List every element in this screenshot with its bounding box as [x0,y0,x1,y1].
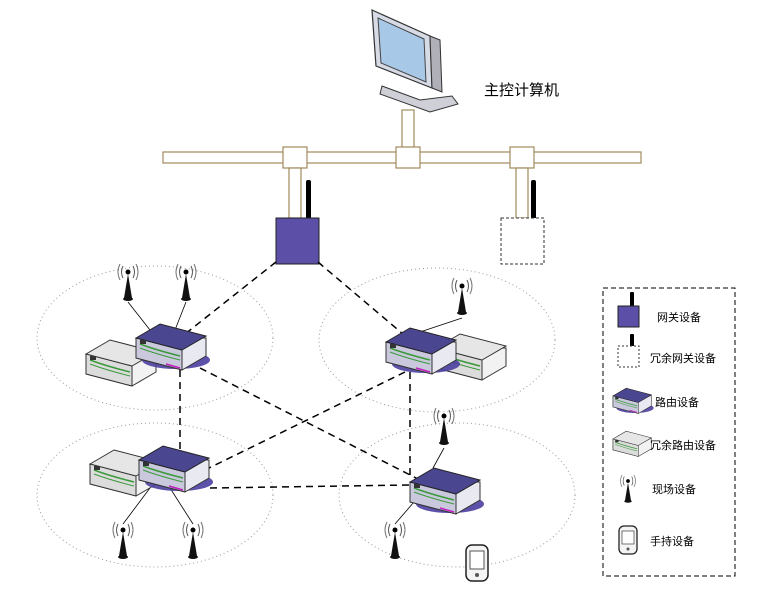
wireless-links [179,261,421,489]
gateway-device [275,180,320,265]
field-device [117,263,139,302]
field-device [384,521,406,560]
router-device [135,323,211,371]
router-device [409,467,485,515]
redundant-gateway-icon [617,334,640,368]
legend-label-redundant-gateway: 冗余网关设备 [650,351,716,365]
network-bus [162,109,642,219]
field-device [451,277,473,316]
legend-label-field-device: 现场设备 [652,482,696,496]
cluster-boundaries [36,265,576,568]
handheld-device-icon [618,525,638,555]
router-device [138,445,214,493]
legend-label-handheld: 手持设备 [650,534,694,548]
field-device [433,407,455,446]
legend-label-gateway: 网关设备 [657,310,701,324]
gateway-icon [617,292,640,328]
router-device [385,327,461,375]
master-computer-icon [371,9,459,113]
legend-label-redundant-router: 冗余路由设备 [650,438,716,452]
device-links [122,301,463,525]
legend: 网关设备 冗余网关设备 路由设备 冗余路由设备 现场设备 手持设备 [602,287,736,577]
handheld-device [465,544,489,582]
master-computer-label: 主控计算机 [484,81,559,99]
redundant-gateway-device [500,180,545,265]
field-device [112,521,134,560]
legend-label-router: 路由设备 [655,395,699,409]
field-device [182,521,204,560]
